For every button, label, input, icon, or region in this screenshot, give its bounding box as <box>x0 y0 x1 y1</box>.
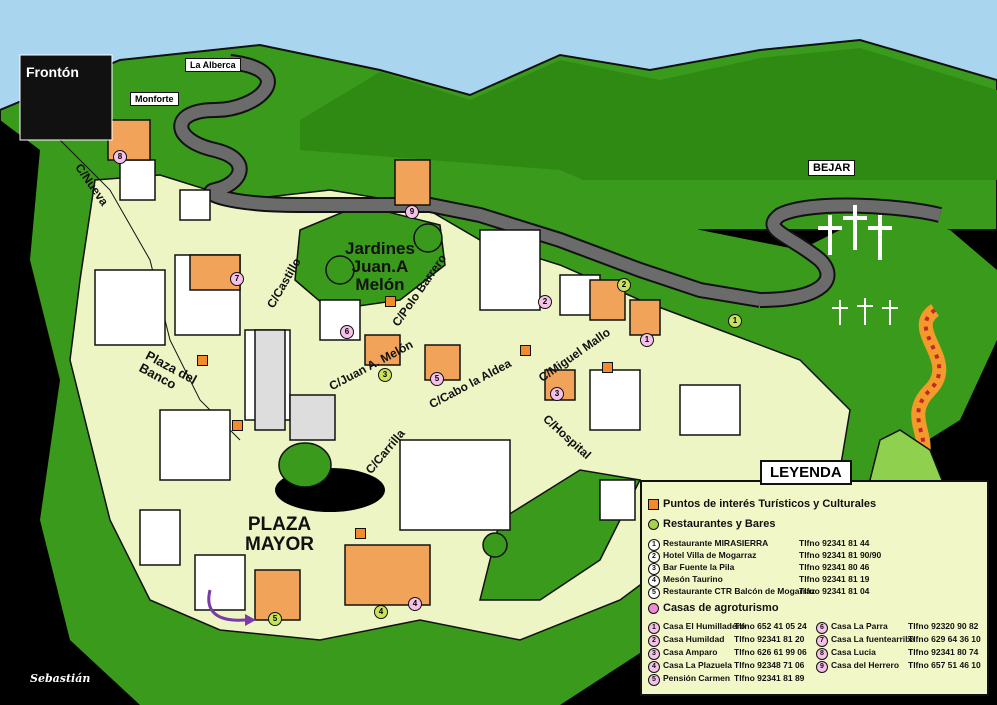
sign-monforte: Monforte <box>130 92 179 106</box>
casa-marker-5[interactable]: 5 <box>430 372 444 386</box>
casa-marker-3[interactable]: 3 <box>550 387 564 401</box>
sign-bejar: BEJAR <box>808 160 856 176</box>
legend-panel: LEYENDA Puntos de interés Turísticos y C… <box>640 460 989 696</box>
restaurant-dot-icon <box>648 518 659 530</box>
fronton-label: Frontón <box>26 64 79 80</box>
casa-dot-icon <box>648 602 659 614</box>
poi-marker[interactable] <box>385 296 396 307</box>
restaurant-marker-3[interactable]: 3 <box>378 368 392 382</box>
legend-poi: Puntos de interés Turísticos y Culturale… <box>648 498 876 510</box>
poi-square-icon <box>648 498 659 510</box>
casa-tel: Tlfno 92341 80 74 <box>908 647 979 657</box>
casa-tel: Tlfno 652 41 05 24 <box>734 621 807 631</box>
artist-signature: Sebastián <box>30 672 91 685</box>
restaurant-tel: Tlfno 92341 81 44 <box>799 538 870 548</box>
restaurant-tel: Tlfno 92341 81 19 <box>799 574 870 584</box>
poi-marker[interactable] <box>602 362 613 373</box>
casa-tel: Tlfno 626 61 99 06 <box>734 647 807 657</box>
restaurant-tel: Tlfno 92341 81 04 <box>799 586 870 596</box>
casa-marker-6[interactable]: 6 <box>340 325 354 339</box>
sign-la-alberca: La Alberca <box>185 58 241 72</box>
casa-marker-2[interactable]: 2 <box>538 295 552 309</box>
casa-tel: Tlfno 92348 71 06 <box>734 660 805 670</box>
legend-agroturismo: Casas de agroturismo <box>648 602 779 614</box>
casa-tel: Tlfno 629 64 36 10 <box>908 634 981 644</box>
restaurant-marker-4[interactable]: 4 <box>374 605 388 619</box>
casa-tel: Tlfno 657 51 46 10 <box>908 660 981 670</box>
jardines-label: Jardines Juan.A Melón <box>345 239 415 294</box>
restaurant-marker-2[interactable]: 2 <box>617 278 631 292</box>
casa-tel: Tlfno 92320 90 82 <box>908 621 979 631</box>
casa-marker-8[interactable]: 8 <box>113 150 127 164</box>
plaza-mayor-label: PLAZA MAYOR <box>245 514 314 555</box>
casa-marker-7[interactable]: 7 <box>230 272 244 286</box>
casa-tel: Tlfno 92341 81 20 <box>734 634 805 644</box>
restaurant-marker-1[interactable]: 1 <box>728 314 742 328</box>
poi-marker[interactable] <box>197 355 208 366</box>
casa-marker-9[interactable]: 9 <box>405 205 419 219</box>
poi-marker[interactable] <box>355 528 366 539</box>
legend-title: LEYENDA <box>760 460 852 485</box>
poi-marker[interactable] <box>232 420 243 431</box>
legend-restaurants: Restaurantes y Bares <box>648 518 776 530</box>
casa-marker-1[interactable]: 1 <box>640 333 654 347</box>
restaurant-tel: Tlfno 92341 80 46 <box>799 562 870 572</box>
casa-marker-4[interactable]: 4 <box>408 597 422 611</box>
poi-marker[interactable] <box>520 345 531 356</box>
casa-tel: Tlfno 92341 81 89 <box>734 673 805 683</box>
restaurant-marker-5[interactable]: 5 <box>268 612 282 626</box>
restaurant-tel: Tlfno 92341 81 90/90 <box>799 550 882 560</box>
